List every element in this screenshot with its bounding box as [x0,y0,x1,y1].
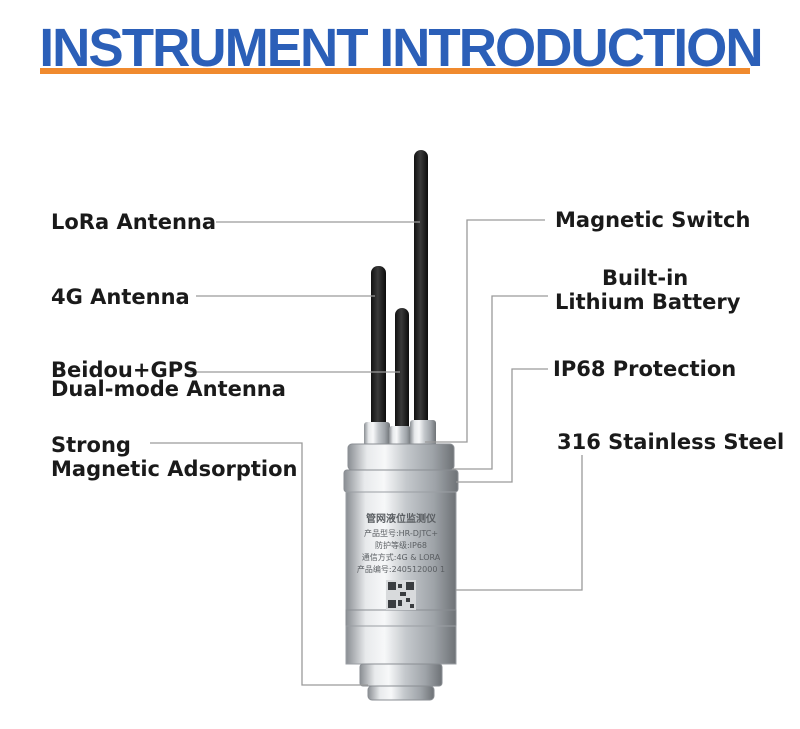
engraved-line-3: 防护等级:IP68 [375,540,427,550]
steel-housing [343,443,459,701]
title-underline [40,68,750,74]
engraved-label: 管网液位监测仪 产品型号:HR-DJTC+ 防护等级:IP68 通信方式:4G … [357,512,445,574]
qr-code-icon [386,580,416,610]
leader-ip68 [456,368,548,483]
label-gps-antenna-line1: Beidou+GPS [51,358,199,382]
label-battery-line2: Lithium Battery [555,290,741,314]
leader-magnet [150,442,368,686]
label-stainless-steel: 316 Stainless Steel [557,430,785,454]
label-magnet-line2: Magnetic Adsorption [51,457,298,481]
lora-antenna-shape [414,150,428,435]
leader-switch [425,219,545,443]
label-4g-antenna: 4G Antenna [51,285,190,309]
leader-lines [150,219,583,686]
engraved-line-1: 管网液位监测仪 [366,512,437,525]
antenna-connectors [364,420,436,448]
engraved-line-5: 产品编号:240512000 1 [357,564,445,574]
4g-antenna-shape [371,266,386,436]
label-gps-antenna-line2: Dual-mode Antenna [51,377,286,401]
engraved-line-4: 通信方式:4G & LORA [362,552,441,562]
label-magnet-line1: Strong [51,433,131,457]
label-lora-antenna: LoRa Antenna [51,210,217,234]
gps-antenna-shape [395,308,409,436]
leader-battery [452,295,548,470]
label-magnetic-switch: Magnetic Switch [555,208,751,232]
label-battery-line1: Built-in [602,266,689,290]
label-ip68: IP68 Protection [553,357,737,381]
leader-steel [456,455,583,591]
engraved-line-2: 产品型号:HR-DJTC+ [364,528,438,538]
